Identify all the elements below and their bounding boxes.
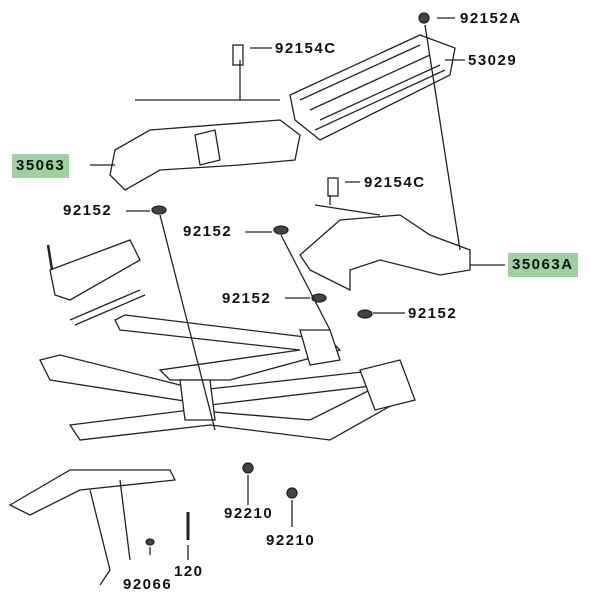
label-53029[interactable]: 53029 (468, 52, 518, 69)
label-92152-mid[interactable]: 92152 (183, 223, 233, 240)
label-92066[interactable]: 92066 (123, 576, 173, 593)
label-92152A[interactable]: 92152A (460, 10, 522, 27)
carrier-plate-53029 (289, 34, 456, 141)
rear-frame (39, 239, 416, 441)
label-92152-center[interactable]: 92152 (222, 290, 272, 307)
label-35063A-highlighted[interactable]: 35063A (508, 253, 578, 277)
stand (8, 469, 177, 586)
label-92154C-right[interactable]: 92154C (364, 174, 426, 191)
fasteners-and-leaders (46, 12, 505, 560)
bracket-35063 (109, 119, 301, 191)
label-92152-right[interactable]: 92152 (408, 305, 458, 322)
label-92210-left[interactable]: 92210 (224, 505, 274, 522)
bracket-35063A (299, 214, 471, 292)
label-120[interactable]: 120 (174, 563, 204, 580)
label-92210-right[interactable]: 92210 (266, 532, 316, 549)
label-92152-left[interactable]: 92152 (63, 202, 113, 219)
label-92154C-top[interactable]: 92154C (275, 40, 337, 57)
label-35063-highlighted[interactable]: 35063 (12, 154, 70, 178)
